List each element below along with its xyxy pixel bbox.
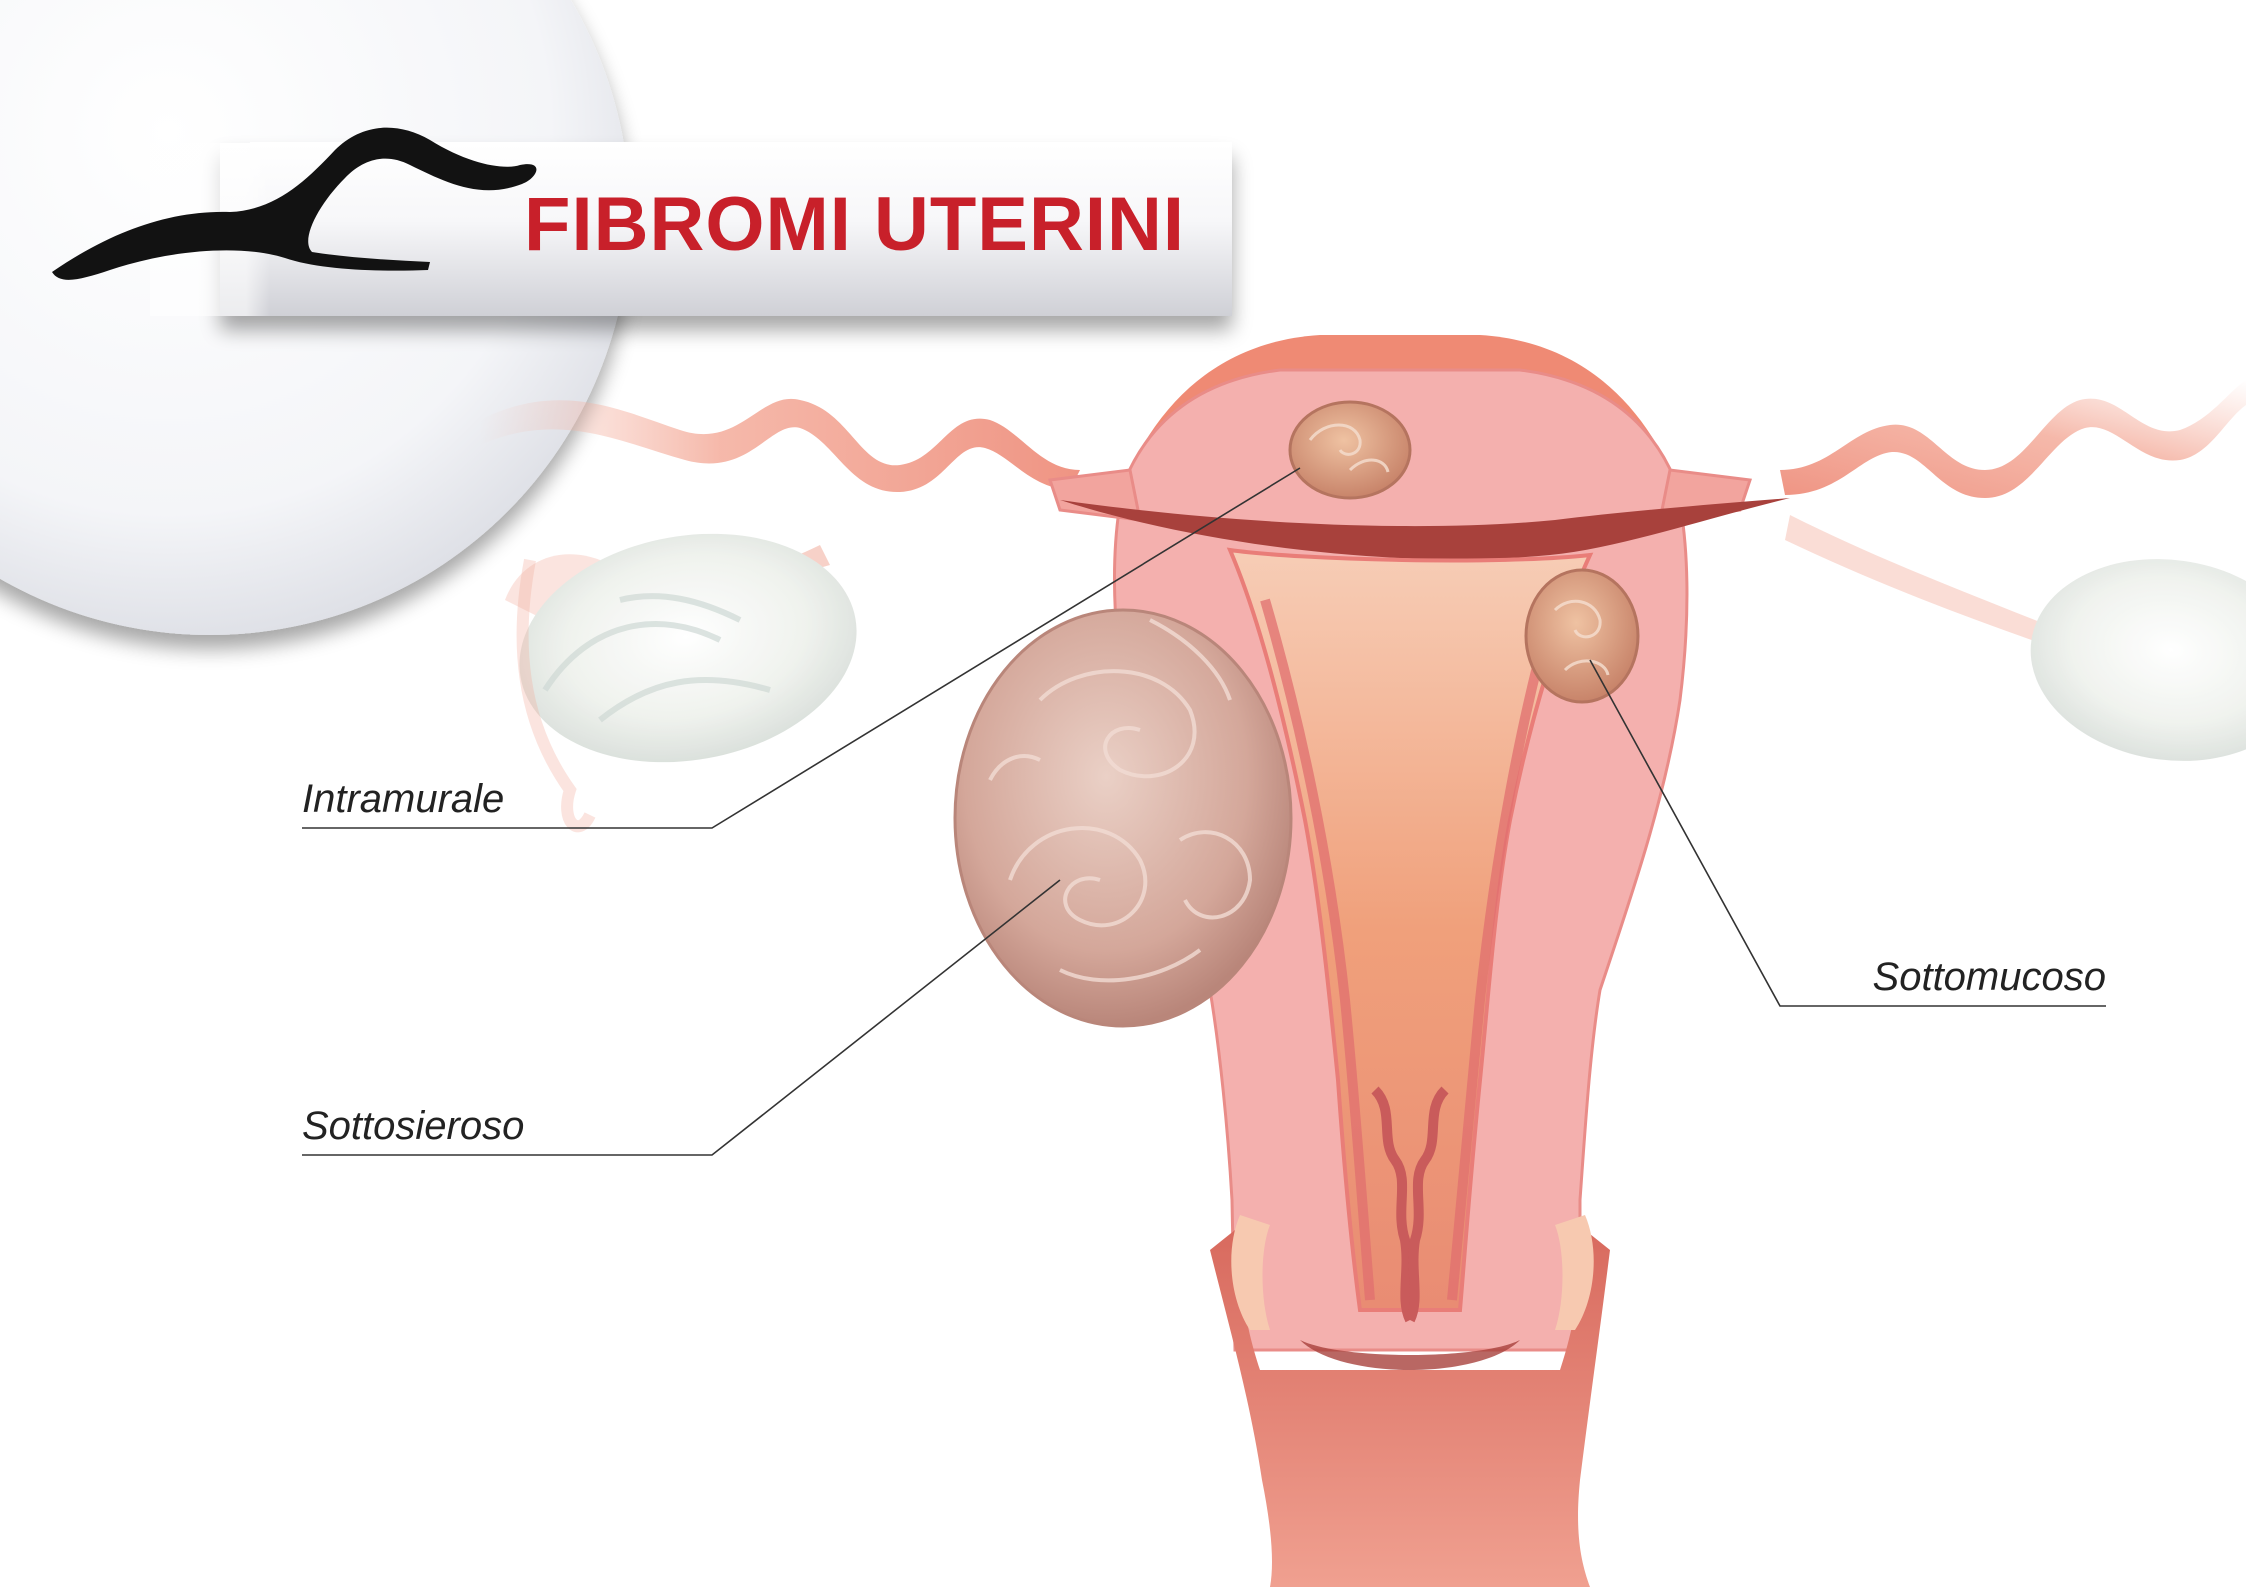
left-fallopian-tube bbox=[480, 399, 1080, 492]
left-ovary bbox=[501, 508, 875, 826]
page-title: FIBROMI UTERINI bbox=[524, 182, 1185, 267]
intramural-fibroid bbox=[1290, 402, 1410, 498]
subserosal-fibroid bbox=[955, 610, 1291, 1026]
decorative-disc bbox=[0, 0, 630, 635]
label-sottosieroso: Sottosieroso bbox=[302, 1104, 524, 1148]
right-fallopian-tube bbox=[1780, 380, 2246, 498]
title-banner: FIBROMI UTERINI bbox=[150, 143, 1232, 316]
submucosal-fibroid bbox=[1526, 570, 1638, 702]
label-intramurale: Intramurale bbox=[302, 777, 504, 821]
right-ovary bbox=[1785, 515, 2246, 779]
label-sottomucoso: Sottomucoso bbox=[1873, 955, 2106, 999]
